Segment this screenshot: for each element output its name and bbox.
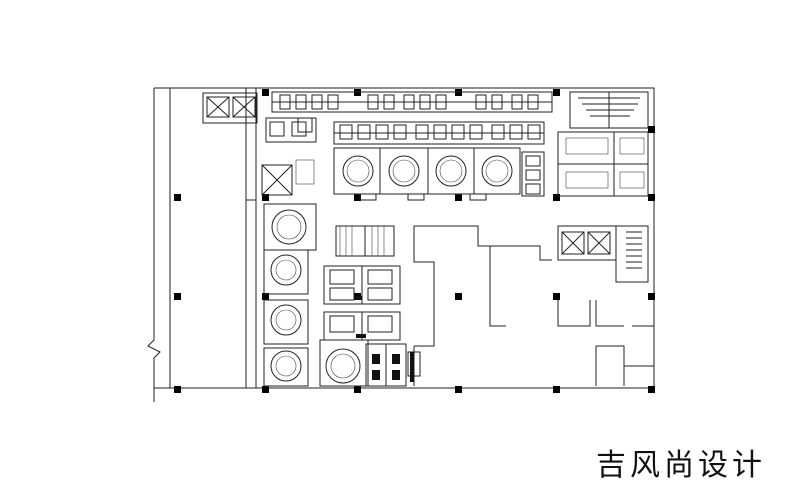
- stair-top-right: [569, 91, 649, 129]
- private-rooms-top: [333, 147, 521, 201]
- center-counter: [335, 225, 395, 257]
- top-seating-row: [271, 91, 553, 113]
- kitchen-area: [413, 225, 552, 386]
- elevator-right-middle: [557, 225, 617, 261]
- small-tables-center-right: [521, 151, 545, 197]
- left-private-rooms: [263, 203, 369, 387]
- outer-walls: [147, 87, 655, 402]
- dark-details: [354, 296, 414, 382]
- right-lower-rooms: [557, 300, 654, 386]
- brand-logo-text: 吉风尚设计: [596, 448, 766, 483]
- stair-right-middle: [615, 225, 649, 283]
- small-tables-top-left: [265, 117, 317, 143]
- elevator-top-left: [202, 92, 258, 124]
- left-small-room: [261, 159, 315, 196]
- right-private-rooms: [557, 131, 649, 197]
- second-seating-row: [333, 121, 545, 145]
- booth-tables-center: [323, 265, 401, 341]
